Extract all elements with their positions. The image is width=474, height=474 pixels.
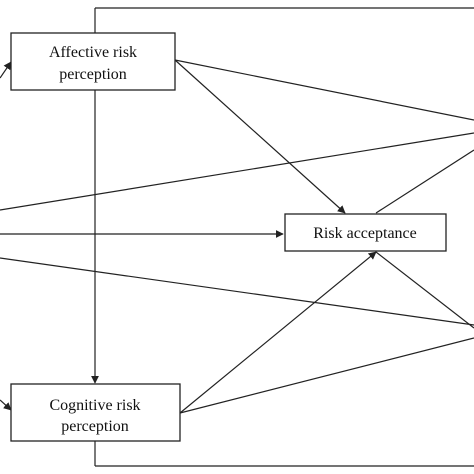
- line-left-to-right-lower: [0, 257, 474, 326]
- node-risk-acceptance: Risk acceptance: [284, 213, 447, 252]
- node-affective-label-line2: perception: [59, 66, 127, 83]
- arrow-cognitive-to-right: [179, 337, 474, 414]
- line-left-to-right-upper: [0, 132, 474, 211]
- node-cognitive-box: [10, 383, 181, 442]
- node-affective-box: [10, 32, 176, 91]
- node-affective-risk-perception: Affective risk perception: [10, 32, 176, 91]
- arrow-affective-to-right: [174, 59, 474, 121]
- arrow-left-to-affective: [0, 61, 12, 79]
- node-affective-label-line1: Affective risk: [49, 44, 137, 61]
- node-cognitive-label-line2: perception: [61, 418, 129, 435]
- node-cognitive-risk-perception: Cognitive risk perception: [10, 383, 181, 442]
- node-cognitive-label-line1: Cognitive risk: [49, 397, 140, 414]
- line-acceptance-to-right-upper: [375, 149, 474, 214]
- node-acceptance-box: [284, 213, 447, 252]
- node-acceptance-label: Risk acceptance: [313, 225, 417, 242]
- arrow-cognitive-to-acceptance: [179, 251, 377, 414]
- arrow-affective-to-acceptance: [174, 59, 346, 214]
- arrow-left-to-cognitive: [0, 399, 12, 411]
- line-acceptance-to-right-lower: [375, 251, 474, 329]
